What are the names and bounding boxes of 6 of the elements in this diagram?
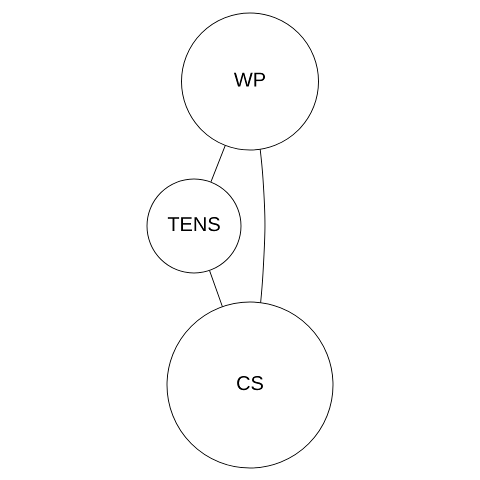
connector (209, 270, 223, 307)
node-circle: CS (166, 301, 334, 468)
connector (260, 148, 266, 303)
node-circle: WP (181, 12, 319, 150)
connector (210, 144, 226, 182)
node-circle: TENS (146, 178, 242, 273)
